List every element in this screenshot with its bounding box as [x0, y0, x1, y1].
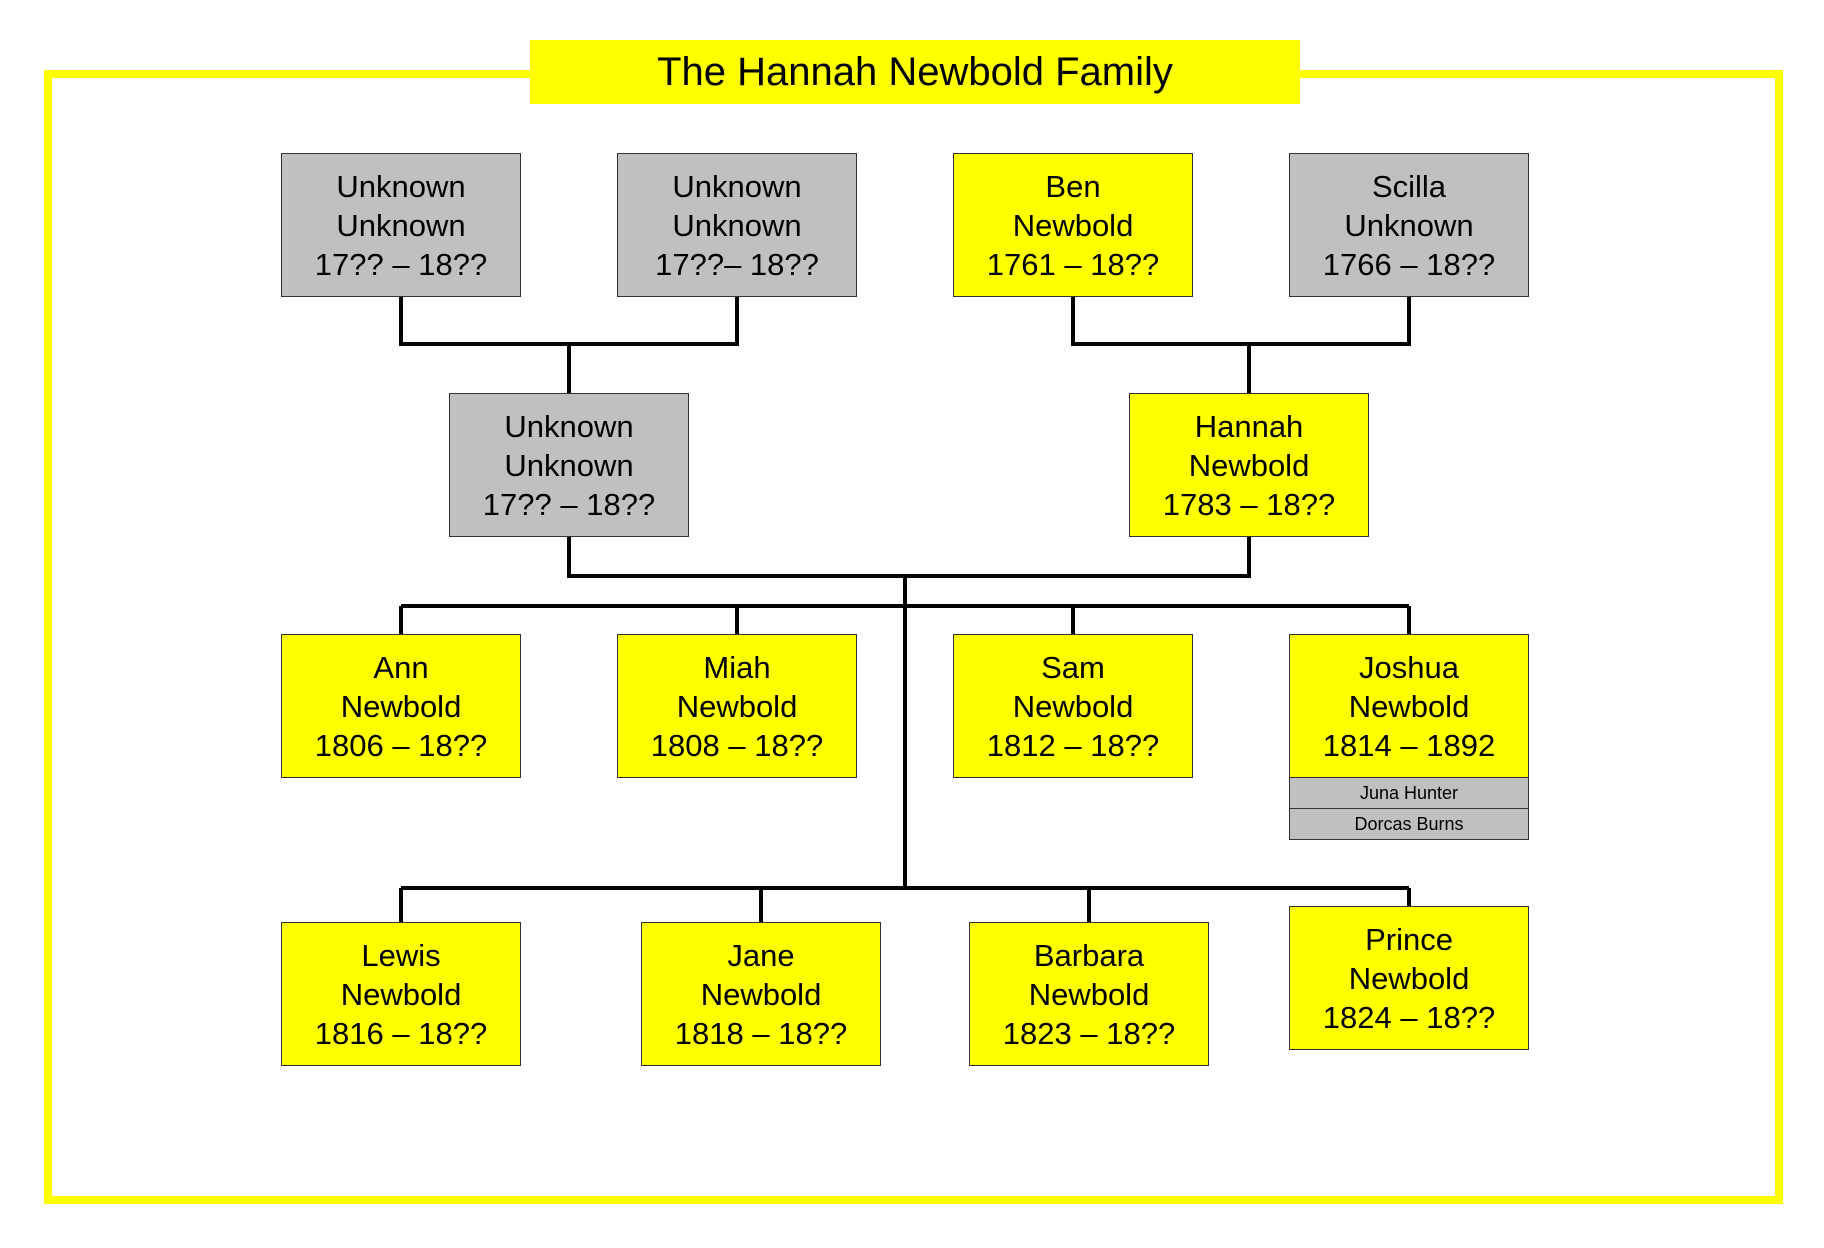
spouse-box-dorcas-burns: Dorcas Burns [1289, 808, 1529, 840]
connector-paternal-grandparents [399, 297, 739, 346]
person-box-paternal-grandfather: Unknown Unknown 17?? – 18?? [281, 153, 521, 297]
life-dates: 1761 – 18?? [986, 246, 1160, 282]
person-box-hannah-newbold: Hannah Newbold 1783 – 18?? [1129, 393, 1369, 537]
last-name: Newbold [340, 688, 462, 724]
first-name: Hannah [1194, 408, 1304, 444]
person-box-joshua: Joshua Newbold 1814 – 1892 [1289, 634, 1529, 778]
last-name: Unknown [672, 207, 802, 243]
first-name: Barbara [1033, 937, 1145, 973]
life-dates: 1814 – 1892 [1322, 727, 1496, 763]
life-dates: 17??– 18?? [655, 246, 819, 282]
first-name: Sam [1041, 649, 1105, 685]
person-box-miah: Miah Newbold 1808 – 18?? [617, 634, 857, 778]
life-dates: 1812 – 18?? [986, 727, 1160, 763]
last-name: Newbold [1348, 960, 1470, 996]
life-dates: 1808 – 18?? [650, 727, 824, 763]
life-dates: 1818 – 18?? [674, 1015, 848, 1051]
last-name: Newbold [676, 688, 798, 724]
person-box-scilla: Scilla Unknown 1766 – 18?? [1289, 153, 1529, 297]
first-name: Unknown [336, 168, 466, 204]
person-box-ben-newbold: Ben Newbold 1761 – 18?? [953, 153, 1193, 297]
life-dates: 1816 – 18?? [314, 1015, 488, 1051]
person-box-prince: Prince Newbold 1824 – 18?? [1289, 906, 1529, 1050]
last-name: Newbold [700, 976, 822, 1012]
life-dates: 17?? – 18?? [314, 246, 488, 282]
first-name: Miah [703, 649, 771, 685]
last-name: Newbold [1188, 447, 1310, 483]
last-name: Newbold [1028, 976, 1150, 1012]
first-name: Joshua [1359, 649, 1459, 685]
diagram-title: The Hannah Newbold Family [530, 40, 1300, 104]
life-dates: 1806 – 18?? [314, 727, 488, 763]
life-dates: 17?? – 18?? [482, 486, 656, 522]
person-box-jane: Jane Newbold 1818 – 18?? [641, 922, 881, 1066]
spouse-box-juna-hunter: Juna Hunter [1289, 777, 1529, 809]
last-name: Newbold [1348, 688, 1470, 724]
person-box-sam: Sam Newbold 1812 – 18?? [953, 634, 1193, 778]
last-name: Newbold [340, 976, 462, 1012]
person-box-paternal-grandmother: Unknown Unknown 17??– 18?? [617, 153, 857, 297]
life-dates: 1823 – 18?? [1002, 1015, 1176, 1051]
last-name: Unknown [1344, 207, 1474, 243]
first-name: Lewis [361, 937, 441, 973]
life-dates: 1766 – 18?? [1322, 246, 1496, 282]
first-name: Prince [1365, 921, 1453, 957]
first-name: Unknown [672, 168, 802, 204]
life-dates: 1824 – 18?? [1322, 999, 1496, 1035]
life-dates: 1783 – 18?? [1162, 486, 1336, 522]
first-name: Scilla [1371, 168, 1447, 204]
person-box-lewis: Lewis Newbold 1816 – 18?? [281, 922, 521, 1066]
first-name: Jane [727, 937, 795, 973]
last-name: Newbold [1012, 207, 1134, 243]
first-name: Ann [373, 649, 429, 685]
last-name: Newbold [1012, 688, 1134, 724]
connector-parents [567, 537, 1251, 578]
person-box-father: Unknown Unknown 17?? – 18?? [449, 393, 689, 537]
last-name: Unknown [336, 207, 466, 243]
first-name: Ben [1045, 168, 1101, 204]
first-name: Unknown [504, 408, 634, 444]
connector-maternal-grandparents [1071, 297, 1411, 346]
last-name: Unknown [504, 447, 634, 483]
person-box-barbara: Barbara Newbold 1823 – 18?? [969, 922, 1209, 1066]
person-box-ann: Ann Newbold 1806 – 18?? [281, 634, 521, 778]
